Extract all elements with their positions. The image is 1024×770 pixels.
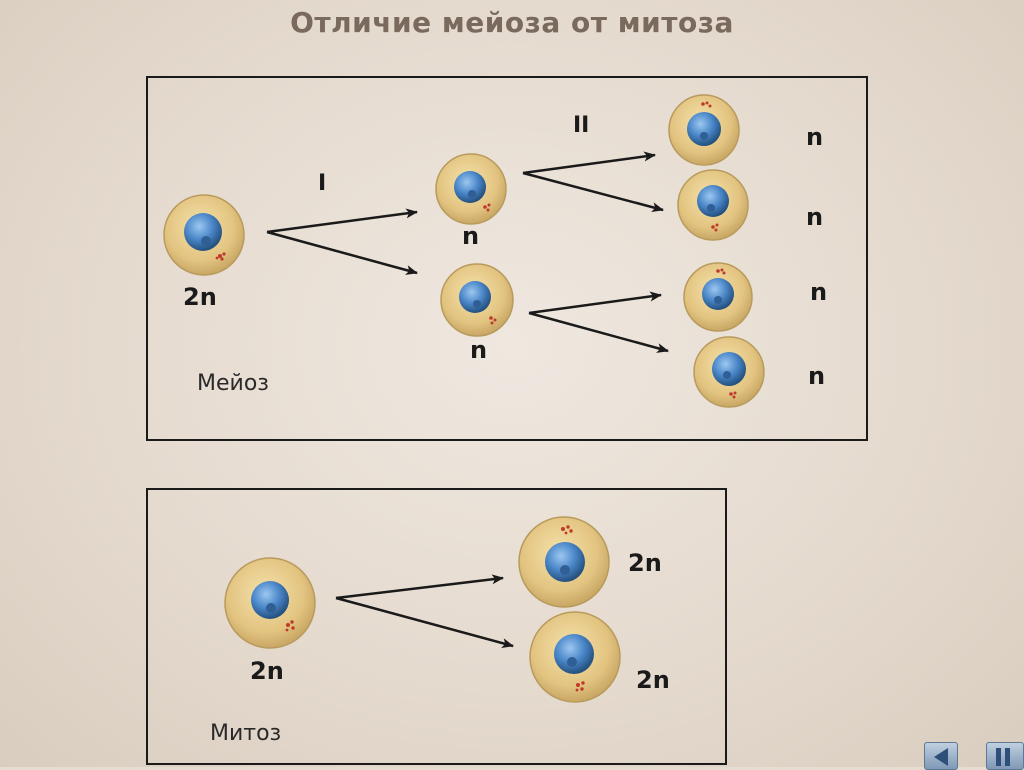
arrow-meiosis-II-1 [522,151,656,175]
mitosis-caption: Митоз [210,721,281,746]
meiosis-stage2-label-3: n [810,278,827,306]
arrow-meiosis-II-3 [528,291,662,315]
meiosis-stage2-cell-4 [693,336,765,408]
arrow-mitosis-up [335,574,504,600]
division-2-label: II [573,113,589,138]
meiosis-stage2-cell-2 [677,169,749,241]
meiosis-parent-label: 2n [183,283,217,311]
arrow-meiosis-I-up [266,208,418,234]
arrow-meiosis-II-2 [522,171,664,213]
meiosis-stage2-label-4: n [808,362,825,390]
meiosis-stage2-label-1: n [806,123,823,151]
mitosis-parent-cell [224,557,316,649]
meiosis-frame [146,76,868,441]
arrow-mitosis-down [335,596,514,648]
mitosis-daughter-label-1: 2n [628,549,662,577]
slide-title: Отличие мейоза от митоза [290,6,734,39]
meiosis-parent-cell [163,194,245,276]
next-slide-icon [996,748,1012,766]
next-slide-button[interactable] [986,742,1024,770]
meiosis-stage1-label-bottom: n [470,336,487,364]
mitosis-daughter-label-2: 2n [636,666,670,694]
meiosis-stage1-cell-top [435,153,507,225]
meiosis-stage2-label-2: n [806,203,823,231]
mitosis-daughter-cell-2 [529,611,621,703]
mitosis-parent-label: 2n [250,657,284,685]
arrow-meiosis-I-down [266,230,418,275]
meiosis-stage2-cell-3 [683,262,753,332]
meiosis-stage2-cell-1 [668,94,740,166]
arrow-meiosis-II-4 [528,311,669,353]
prev-slide-button[interactable] [924,742,958,770]
meiosis-caption: Мейоз [197,371,269,396]
meiosis-stage1-label-top: n [462,222,479,250]
division-1-label: I [318,171,326,196]
mitosis-daughter-cell-1 [518,516,610,608]
meiosis-stage1-cell-bottom [440,263,514,337]
mitosis-frame [146,488,727,765]
prev-slide-icon [934,748,948,766]
